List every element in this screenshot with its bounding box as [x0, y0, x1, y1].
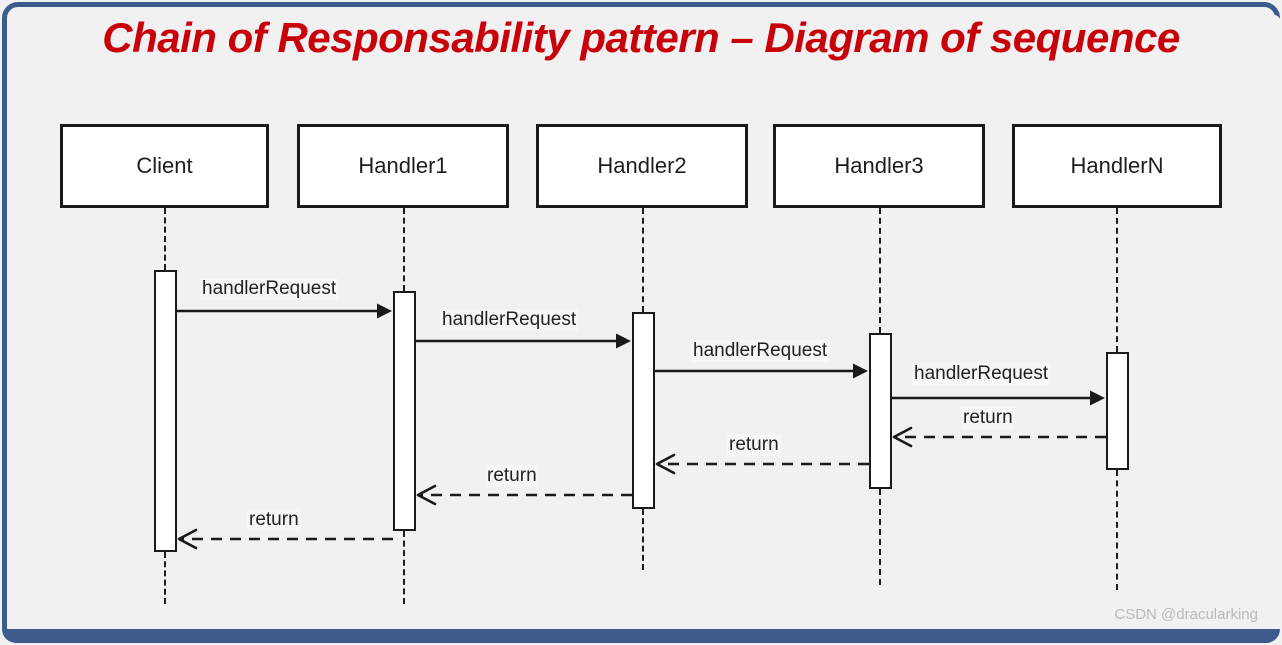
lifeline-handler1 [403, 531, 405, 604]
slide-bottom-band [2, 629, 1280, 643]
participant-label-handler3: Handler3 [834, 153, 924, 178]
page-title: Chain of Responsability pattern – Diagra… [102, 14, 1180, 61]
participant-box-handler3[interactable]: Handler3 [773, 124, 985, 208]
message-label-r3: return [485, 465, 539, 487]
participant-box-handler2[interactable]: Handler2 [536, 124, 748, 208]
lifeline-handlerN [1116, 208, 1118, 352]
activation-bar-handler2[interactable] [632, 312, 655, 509]
lifeline-client [164, 552, 166, 604]
message-label-m2: handlerRequest [440, 309, 579, 331]
message-label-r4: return [247, 509, 301, 531]
lifeline-handlerN [1116, 470, 1118, 590]
message-label-r2: return [727, 434, 781, 456]
lifeline-client [164, 208, 166, 270]
activation-bar-handlerN[interactable] [1106, 352, 1129, 470]
message-label-m1: handlerRequest [200, 278, 339, 300]
lifeline-handler2 [642, 208, 644, 312]
lifeline-handler1 [403, 208, 405, 291]
participant-box-client[interactable]: Client [60, 124, 269, 208]
lifeline-handler3 [879, 208, 881, 333]
lifeline-handler2 [642, 509, 644, 570]
participant-label-handler2: Handler2 [597, 153, 687, 178]
participant-label-handler1: Handler1 [358, 153, 448, 178]
activation-bar-handler1[interactable] [393, 291, 416, 531]
participant-box-handlerN[interactable]: HandlerN [1012, 124, 1222, 208]
participant-label-client: Client [136, 153, 193, 178]
participant-box-handler1[interactable]: Handler1 [297, 124, 509, 208]
activation-bar-handler3[interactable] [869, 333, 892, 489]
activation-bar-client[interactable] [154, 270, 177, 552]
message-label-m3: handlerRequest [691, 340, 830, 362]
message-label-r1: return [961, 407, 1015, 429]
message-label-m4: handlerRequest [912, 363, 1051, 385]
lifeline-handler3 [879, 489, 881, 585]
participant-label-handlerN: HandlerN [1070, 153, 1164, 178]
watermark-label: CSDN @dracularking [1114, 606, 1258, 623]
